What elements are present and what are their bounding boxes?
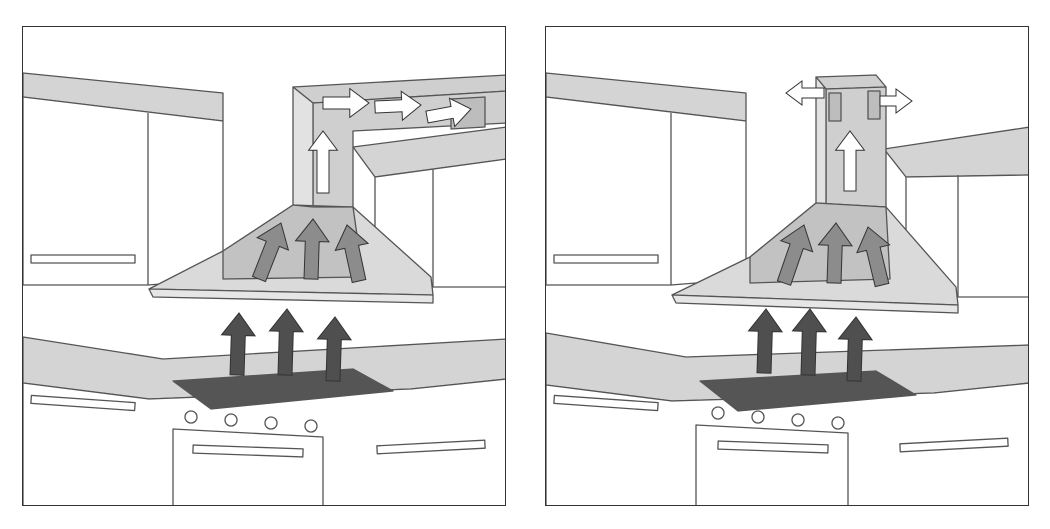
duct-flow-arrow-up bbox=[307, 130, 339, 194]
cooktop bbox=[699, 370, 917, 412]
intake-arrow-3 bbox=[334, 224, 370, 284]
fume-arrow-1 bbox=[747, 308, 784, 374]
fume-arrow-2 bbox=[791, 308, 828, 376]
wall-cabinet-left bbox=[546, 72, 747, 286]
intake-arrow-1 bbox=[776, 224, 814, 286]
intake-arrow-1 bbox=[251, 222, 290, 283]
kitchen-scene-recirculating bbox=[546, 72, 1028, 505]
fume-arrow-2 bbox=[268, 308, 305, 376]
duct-flow-arrow-horizontal bbox=[374, 90, 422, 122]
panel-ducted-exhaust bbox=[22, 26, 506, 506]
duct-flow-arrow-out bbox=[425, 97, 472, 128]
fume-arrow-3 bbox=[837, 316, 874, 382]
intake-arrow-2 bbox=[294, 218, 330, 280]
oven bbox=[695, 406, 849, 505]
intake-arrow-2 bbox=[817, 222, 853, 284]
oven bbox=[172, 410, 324, 505]
duct-flow-arrow-turn bbox=[322, 87, 370, 119]
panel-recirculating bbox=[545, 26, 1029, 506]
vent-outflow-arrow-left bbox=[785, 80, 825, 106]
fume-arrow-1 bbox=[220, 312, 257, 376]
kitchen-scene-ducted bbox=[23, 72, 505, 505]
fume-arrow-3 bbox=[316, 316, 353, 382]
intake-arrow-3 bbox=[856, 226, 891, 288]
wall-cabinet-left bbox=[23, 72, 224, 286]
vent-outflow-arrow-right bbox=[879, 88, 913, 114]
chimney-flow-arrow-up bbox=[834, 130, 866, 192]
